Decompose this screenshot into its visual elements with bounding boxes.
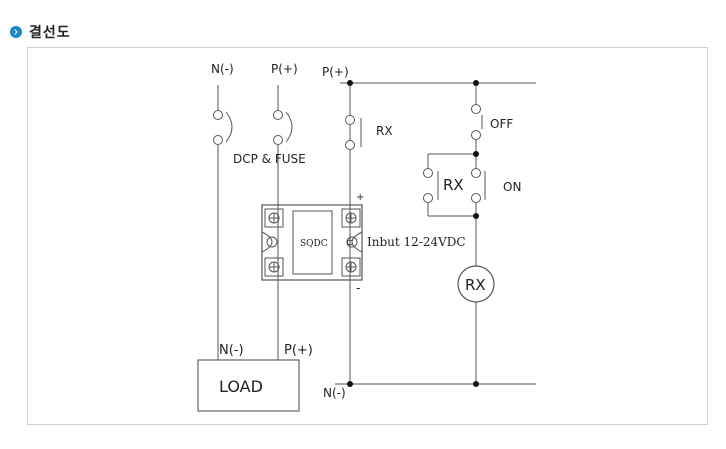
label-top-n: N(-) [211, 62, 234, 76]
breaker-p-contact-top [273, 110, 283, 120]
ssr-mount-right [346, 236, 358, 248]
on-contact-bottom [471, 193, 481, 203]
label-rx-hold: RX [443, 176, 464, 194]
off-contact-bottom [471, 130, 481, 140]
ssr-label-plate [292, 210, 333, 275]
rx-contact-top [345, 115, 355, 125]
label-load: LOAD [219, 377, 263, 396]
label-input: Inbut 12-24VDC [367, 235, 466, 249]
label-coil: RX [465, 276, 486, 294]
label-off: OFF [490, 117, 513, 131]
label-bus-p: P(+) [322, 65, 349, 79]
ssr-body [261, 204, 363, 281]
off-contact-top [471, 104, 481, 114]
label-on: ON [503, 180, 521, 194]
ssr-screws [268, 212, 357, 273]
rx-contact-bottom [345, 140, 355, 150]
label-minus: - [356, 281, 360, 295]
ssr-notch-left [261, 231, 273, 253]
label-top-p: P(+) [271, 62, 298, 76]
label-input-marker: ⊏ [346, 238, 354, 248]
breaker-p-contact-bottom [273, 135, 283, 145]
section-header: 결선도 [10, 22, 71, 42]
ssr-notch-right [351, 231, 363, 253]
on-contact-top [471, 168, 481, 178]
hold-contact-bottom [423, 193, 433, 203]
chevron-right-circle-icon [10, 26, 22, 38]
label-plus: + [356, 192, 364, 203]
label-relay-model: SQDC [300, 239, 328, 249]
label-load-n: N(-) [219, 343, 244, 358]
ssr-terminal-tl [264, 208, 284, 228]
hold-contact-top [423, 168, 433, 178]
ssr-mount-left [266, 236, 278, 248]
ssr-terminal-br [341, 257, 361, 277]
diagram-frame [27, 47, 708, 425]
load-box [197, 359, 300, 412]
label-rx-switch: RX [376, 124, 393, 138]
breaker-n-lever [225, 111, 233, 143]
label-load-p: P(+) [284, 343, 313, 358]
label-fuse: DCP & FUSE [233, 152, 306, 166]
breaker-n-contact-top [213, 110, 223, 120]
breaker-n-contact-bottom [213, 135, 223, 145]
label-bus-n: N(-) [323, 386, 346, 400]
ssr-terminal-tr [341, 208, 361, 228]
breaker-p-lever [285, 111, 293, 143]
junction-dots [347, 80, 479, 387]
ssr-terminal-bl [264, 257, 284, 277]
section-title: 결선도 [29, 25, 71, 41]
